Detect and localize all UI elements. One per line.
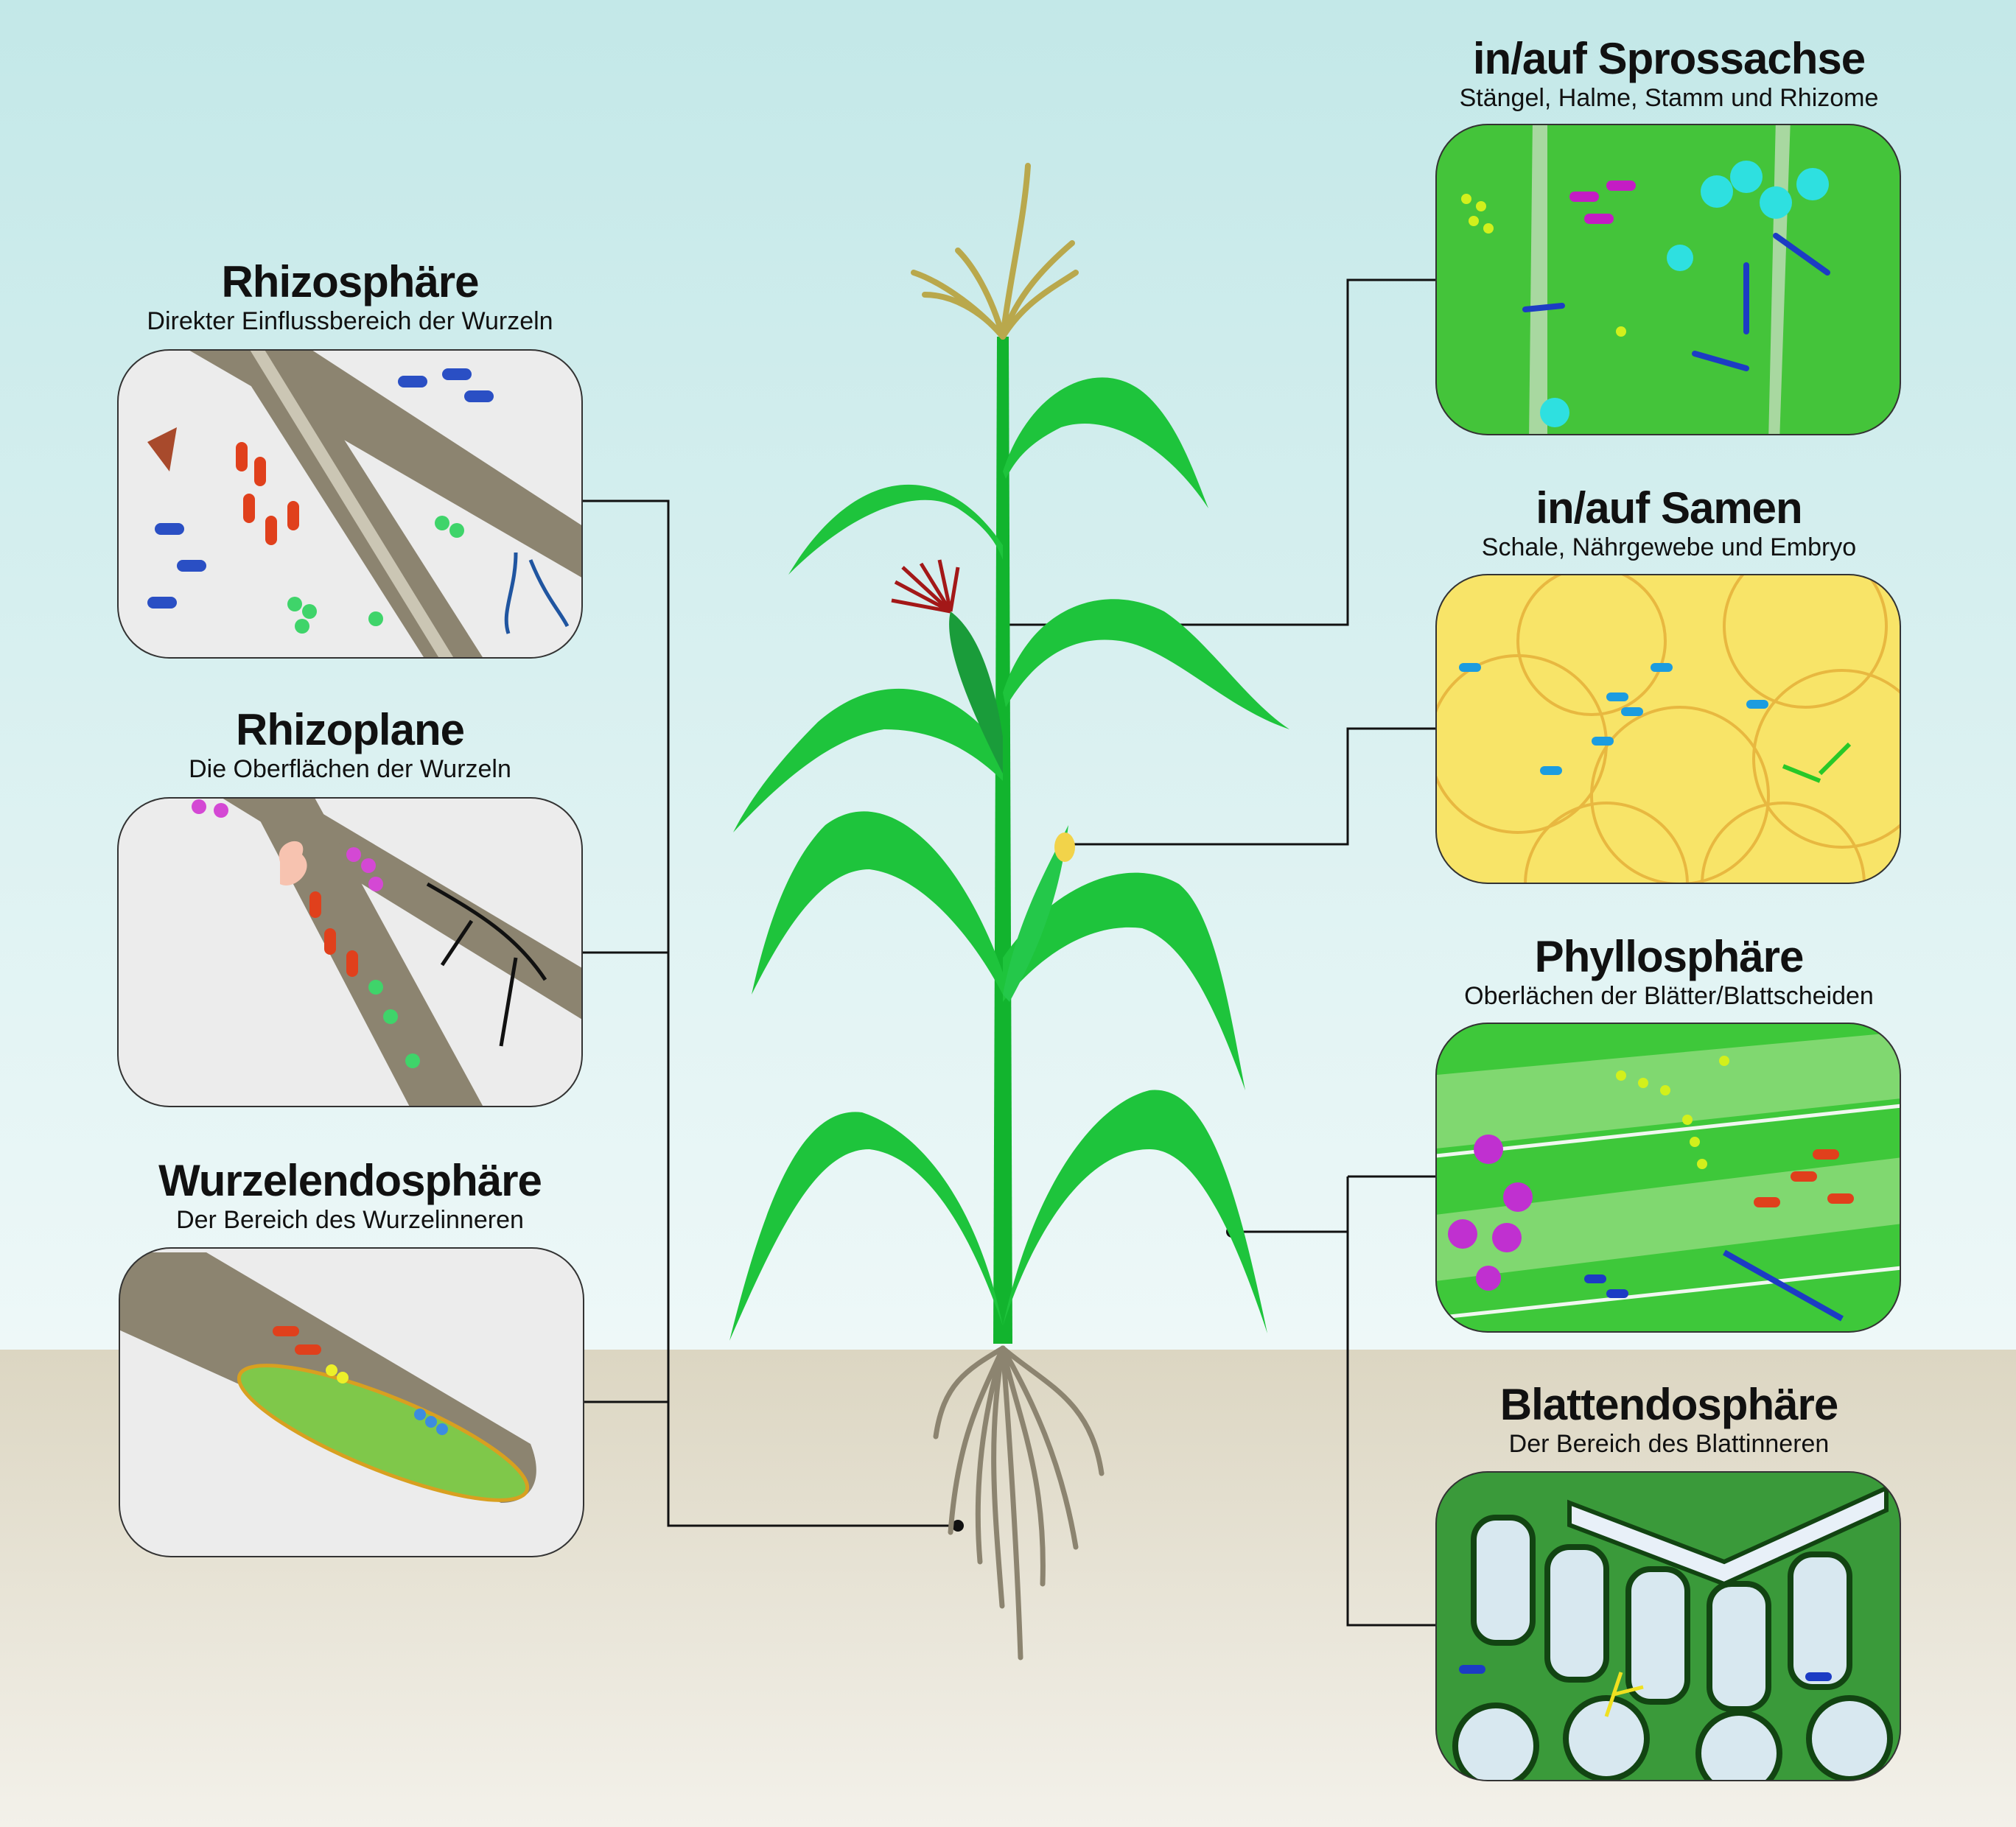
- section-label-wurzelendosphaere: Wurzelendosphäre Der Bereich des Wurzeli…: [74, 1157, 626, 1235]
- stem: [993, 337, 1012, 1344]
- panel-phyllosphaere-image: [1436, 1023, 1900, 1332]
- connector-lines: [582, 278, 1436, 1627]
- section-subtitle: Direkter Einflussbereich der Wurzeln: [147, 307, 553, 335]
- section-label-sprossachse: in/auf Sprossachse Stängel, Halme, Stamm…: [1393, 35, 1945, 113]
- section-subtitle: Die Oberflächen der Wurzeln: [189, 755, 511, 783]
- section-subtitle: Schale, Nährgewebe und Embryo: [1481, 533, 1857, 561]
- section-title: Phyllosphäre: [1534, 932, 1805, 981]
- panel-wurzelendosphaere-image: [119, 1248, 584, 1557]
- section-title: in/auf Sprossachse: [1472, 34, 1866, 83]
- section-subtitle: Der Bereich des Wurzelinneren: [176, 1206, 524, 1234]
- section-label-rhizoplane: Rhizoplane Die Oberflächen der Wurzeln: [74, 706, 626, 784]
- panel-sprossachse-image: [1436, 125, 1900, 435]
- section-title: Rhizoplane: [235, 705, 465, 754]
- section-subtitle: Oberlächen der Blätter/Blattscheiden: [1464, 982, 1874, 1010]
- section-title: Rhizosphäre: [221, 257, 479, 306]
- silk: [891, 559, 960, 614]
- panel-rhizoplane-image: [118, 798, 582, 1107]
- seed-cob: [1054, 832, 1075, 862]
- panel-blattendosphaere-image: [1436, 1472, 1900, 1781]
- tassel: [911, 163, 1079, 340]
- panel-samen-image: [1436, 575, 1900, 883]
- section-label-blattendosphaere: Blattendosphäre Der Bereich des Blattinn…: [1393, 1381, 1945, 1459]
- section-title: Blattendosphäre: [1499, 1380, 1838, 1429]
- section-label-rhizosphaere: Rhizosphäre Direkter Einflussbereich der…: [74, 258, 626, 336]
- section-title: in/auf Samen: [1536, 483, 1802, 533]
- section-title: Wurzelendosphäre: [158, 1156, 542, 1205]
- section-subtitle: Stängel, Halme, Stamm und Rhizome: [1459, 84, 1879, 112]
- ear: [949, 611, 1003, 774]
- section-label-samen: in/auf Samen Schale, Nährgewebe und Embr…: [1393, 484, 1945, 562]
- section-subtitle: Der Bereich des Blattinneren: [1508, 1430, 1830, 1458]
- maize-plant: [729, 163, 1289, 1661]
- section-label-phyllosphaere: Phyllosphäre Oberlächen der Blätter/Blat…: [1393, 933, 1945, 1011]
- panel-rhizosphaere-image: [118, 350, 582, 658]
- roots: [933, 1345, 1105, 1661]
